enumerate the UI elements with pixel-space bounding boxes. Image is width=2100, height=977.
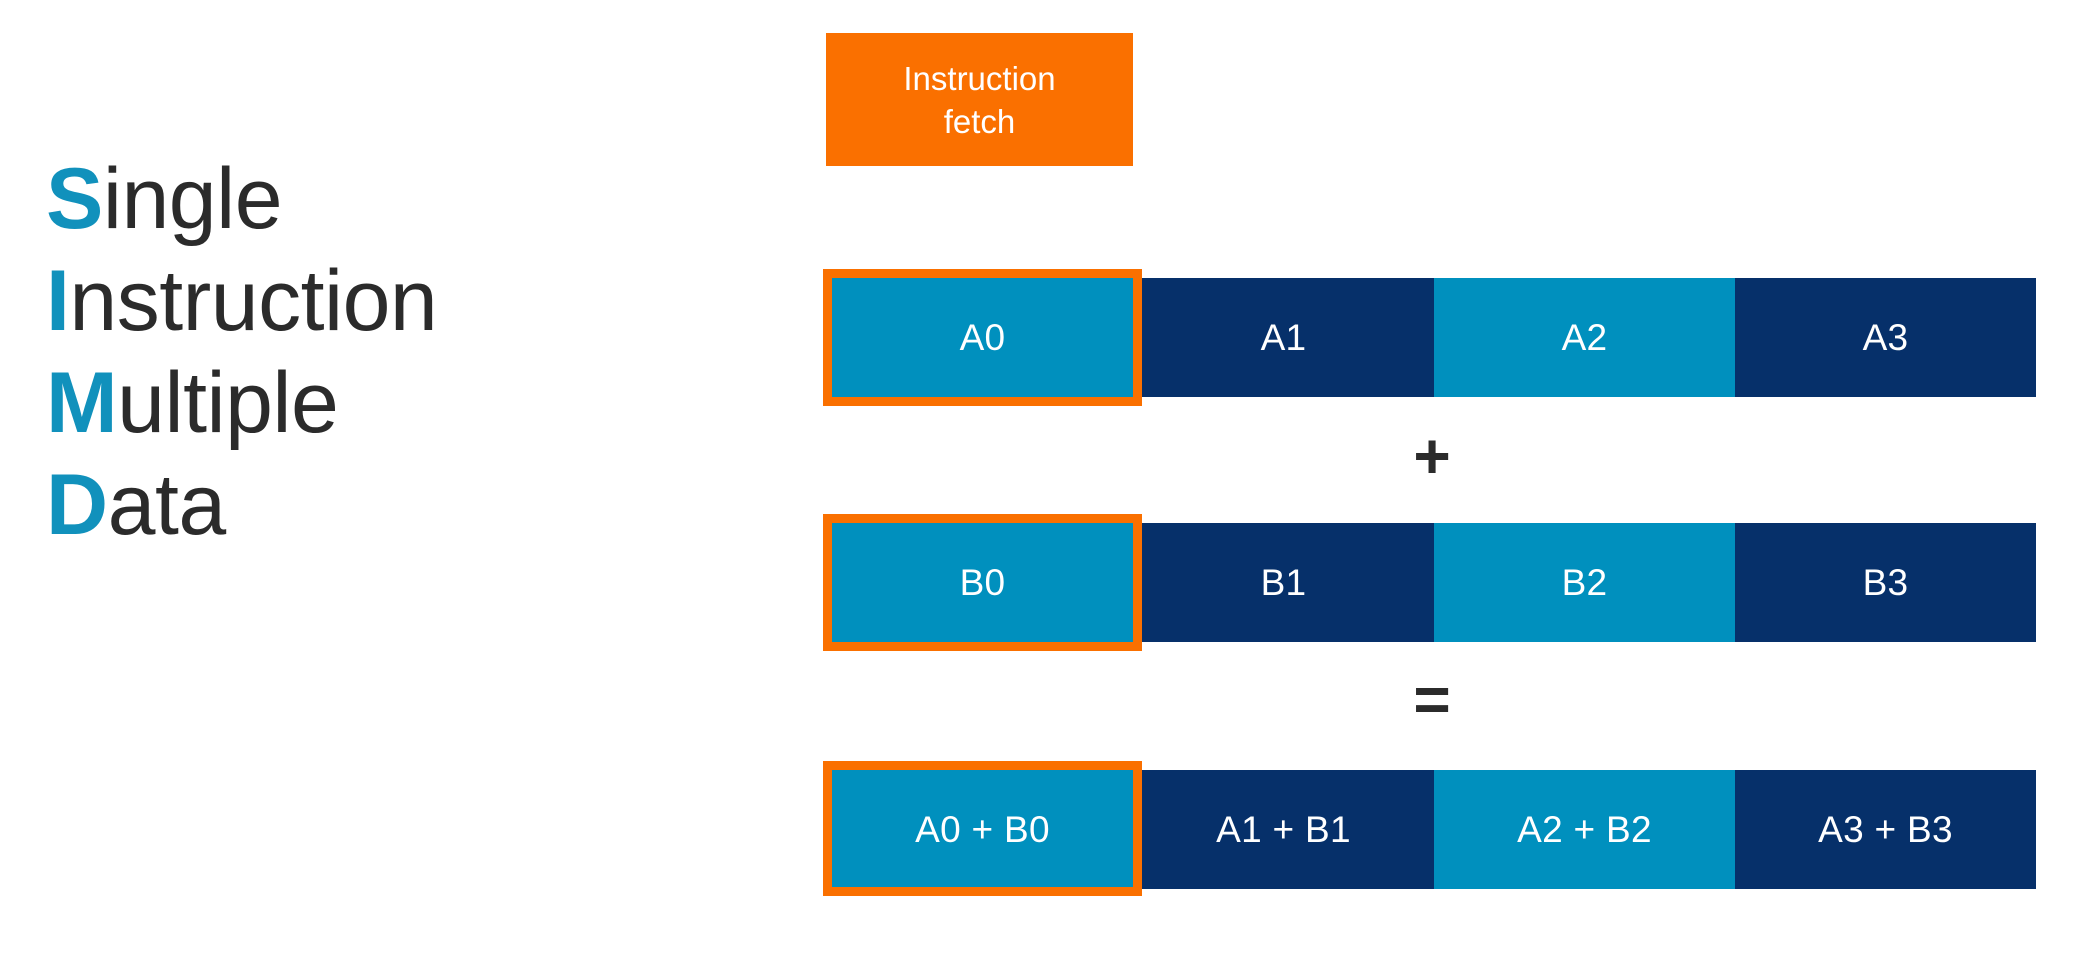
instruction-fetch-label-line1: Instruction: [903, 59, 1056, 97]
acronym-rest-instruction: nstruction: [69, 253, 438, 349]
acronym-initial-d: D: [46, 457, 108, 553]
vector-cell-result-2: A2 + B2: [1434, 770, 1735, 889]
acronym-line-instruction: Instruction: [46, 250, 686, 352]
vector-row-operand-a: A0 A1 A2 A3: [832, 278, 2036, 397]
vector-cell-label: A0: [959, 316, 1006, 358]
vector-cell-b2: B2: [1434, 523, 1735, 642]
vector-cell-label: B2: [1561, 561, 1608, 603]
vector-cell-a0: A0: [832, 278, 1133, 397]
vector-cell-result-0: A0 + B0: [832, 770, 1133, 889]
acronym-line-multiple: Multiple: [46, 352, 686, 454]
vector-cell-label: A2: [1561, 316, 1608, 358]
acronym-line-single: Single: [46, 148, 686, 250]
operator-plus: +: [1413, 420, 1451, 492]
vector-cell-label: A2 + B2: [1517, 808, 1652, 850]
vector-cell-label: B0: [959, 561, 1006, 603]
vector-cell-label: A1: [1260, 316, 1307, 358]
instruction-fetch-box: Instruction fetch: [826, 33, 1133, 166]
vector-cell-b0: B0: [832, 523, 1133, 642]
acronym-line-data: Data: [46, 454, 686, 556]
acronym-rest-multiple: ultiple: [117, 355, 339, 451]
vector-cell-b1: B1: [1133, 523, 1434, 642]
vector-cell-label: A0 + B0: [915, 808, 1050, 850]
vector-cell-label: A1 + B1: [1216, 808, 1351, 850]
vector-row-result: A0 + B0 A1 + B1 A2 + B2 A3 + B3: [832, 770, 2036, 889]
acronym-rest-single: ingle: [102, 151, 283, 247]
vector-cell-label: B1: [1260, 561, 1307, 603]
acronym-initial-i: I: [46, 253, 70, 349]
operator-equals: =: [1413, 663, 1451, 735]
acronym-initial-s: S: [46, 151, 103, 247]
vector-cell-a3: A3: [1735, 278, 2036, 397]
vector-cell-result-1: A1 + B1: [1133, 770, 1434, 889]
acronym-initial-m: M: [46, 355, 118, 451]
vector-cell-result-3: A3 + B3: [1735, 770, 2036, 889]
vector-cell-a1: A1: [1133, 278, 1434, 397]
vector-cell-b3: B3: [1735, 523, 2036, 642]
vector-row-operand-b: B0 B1 B2 B3: [832, 523, 2036, 642]
acronym-rest-data: ata: [107, 457, 227, 553]
vector-cell-label: A3 + B3: [1818, 808, 1953, 850]
vector-cell-a2: A2: [1434, 278, 1735, 397]
vector-cell-label: A3: [1862, 316, 1909, 358]
vector-cell-label: B3: [1862, 561, 1909, 603]
simd-acronym-block: Single Instruction Multiple Data: [46, 148, 686, 556]
instruction-fetch-label-line2: fetch: [943, 102, 1016, 140]
